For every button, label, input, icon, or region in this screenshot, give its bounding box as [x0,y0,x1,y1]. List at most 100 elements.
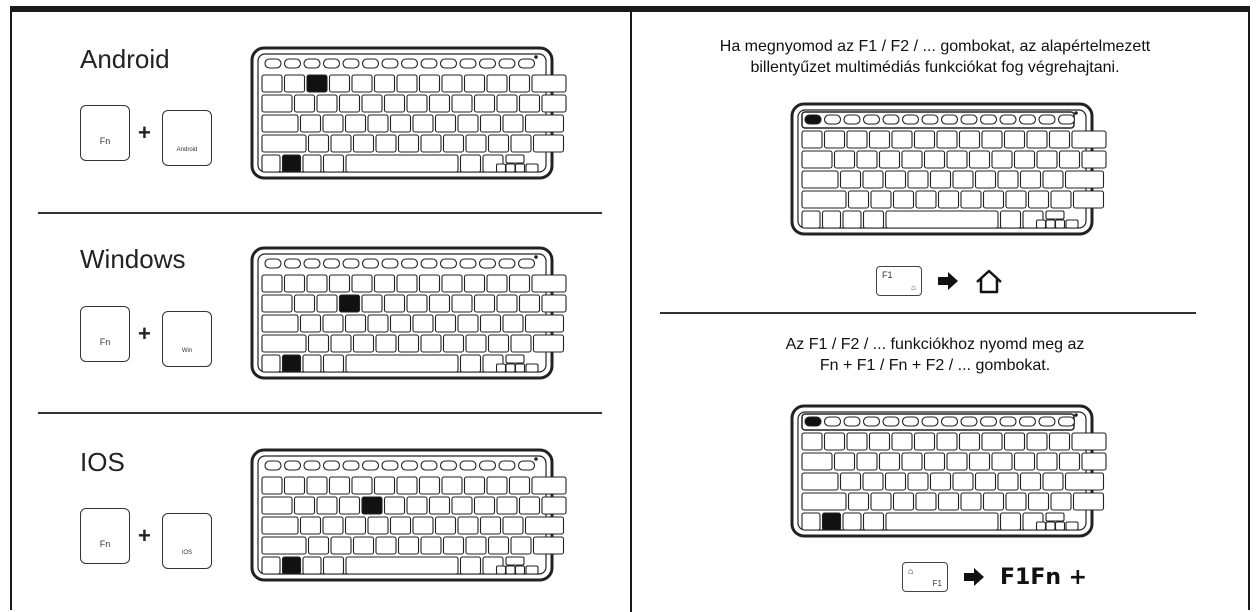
arrow-key [1045,219,1056,229]
key [283,274,306,293]
key [479,114,502,133]
key [1027,492,1050,511]
key [434,516,457,535]
key [306,74,328,93]
key [936,432,958,451]
key [367,114,389,133]
key [821,210,842,229]
function-key [804,114,822,125]
os-title-android: Android [80,44,170,74]
key [316,294,338,313]
key [801,170,839,189]
arrow-key [505,363,516,373]
function-key [439,258,458,269]
key [510,536,532,555]
key [868,130,891,149]
key [974,170,997,189]
key [383,294,406,313]
key [307,134,330,153]
key [892,492,915,511]
function-key [843,114,861,125]
key [406,294,428,313]
key [352,134,375,153]
key [982,492,1005,511]
key [283,476,306,495]
function-key [517,58,536,69]
key [441,476,463,495]
function-key [400,460,419,471]
key [502,114,524,133]
key [463,476,486,495]
function-key [921,114,939,125]
key [923,150,946,169]
instruction-text-fn: Az F1 / F2 / ... funkciókhoz nyomd meg a… [640,334,1230,376]
function-key [1038,114,1056,125]
key [1019,170,1042,189]
key [397,134,420,153]
key-label: F1 [932,579,942,588]
key [862,472,884,491]
function-key [1018,416,1037,427]
f1-key: ⌂ F1 [902,562,948,592]
key [891,130,913,149]
key [487,536,510,555]
key [316,496,338,515]
key [428,294,451,313]
status-led [534,255,538,259]
function-key [478,258,497,269]
key [937,492,960,511]
function-key [921,416,939,427]
key [510,334,532,353]
key [1072,492,1105,511]
key [351,476,373,495]
arrow-key [1035,219,1047,229]
home-icon: ⌂ [908,566,914,576]
key [345,154,459,173]
arrow-key [525,163,539,173]
key [801,432,823,451]
key [801,210,821,229]
function-key [264,460,282,471]
key [847,492,870,511]
function-key [381,460,399,471]
function-key [322,460,341,471]
key [801,452,833,471]
key [441,274,463,293]
function-key [283,460,302,471]
key [518,294,541,313]
key [1013,150,1036,169]
function-key [517,258,536,269]
key [946,452,968,471]
key [459,354,482,373]
os-title-ios: IOS [80,447,125,477]
key [856,150,878,169]
key [345,556,459,575]
function-key [361,460,380,471]
fn-key: Fn [80,306,130,362]
key [344,314,367,333]
key [981,432,1003,451]
key [261,536,307,555]
key [389,314,412,333]
arrow-key [1065,521,1079,531]
key [428,94,451,113]
key [412,314,434,333]
keyboard-illustration [250,46,567,180]
key [981,130,1003,149]
key [420,334,442,353]
key [352,334,375,353]
key [1064,170,1105,189]
section-divider [38,212,602,214]
function-key [459,258,477,269]
arrow-key [525,363,539,373]
key [261,334,307,353]
keyboard-illustration [790,404,1107,538]
key [870,492,892,511]
key [885,512,999,531]
fn-key: Fn [80,508,130,564]
key [487,134,510,153]
key [846,432,868,451]
key [531,476,567,495]
instruction-text-default: Ha megnyomod az F1 / F2 / ... gombokat, … [640,36,1230,78]
key [367,314,389,333]
